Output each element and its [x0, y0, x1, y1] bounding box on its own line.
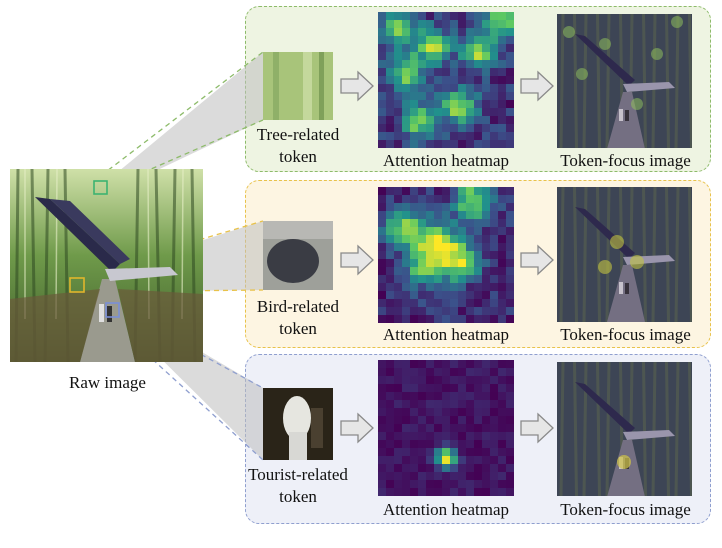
tree-token-focus-image [557, 14, 692, 148]
tourist-token-label-line2: token [279, 487, 317, 506]
bird-token-focus-image [557, 187, 692, 322]
tree-heatmap-label: Attention heatmap [382, 151, 510, 170]
bird-token-label-line2: token [279, 319, 317, 338]
tourist-focus-label: Token-focus image [560, 500, 691, 519]
tree-token-label-line2: token [279, 147, 317, 166]
tree-token-label-line1: Tree-related [256, 125, 340, 144]
bird-token-label-line1: Bird-related [256, 297, 340, 316]
raw-image-label: Raw image [69, 373, 146, 392]
tree-attention-heatmap [378, 12, 514, 148]
tourist-token-label-line1: Tourist-related [248, 465, 348, 484]
tourist-token-crop [263, 388, 333, 460]
tourist-attention-heatmap [378, 360, 514, 496]
tree-focus-label: Token-focus image [560, 151, 691, 170]
raw-image [10, 169, 203, 362]
bird-attention-heatmap [378, 187, 514, 323]
tourist-token-focus-image [557, 362, 692, 496]
tourist-heatmap-label: Attention heatmap [382, 500, 510, 519]
bird-token-crop [263, 221, 333, 290]
bird-focus-label: Token-focus image [560, 325, 691, 344]
bird-heatmap-label: Attention heatmap [382, 325, 510, 344]
tree-token-crop [263, 52, 333, 120]
